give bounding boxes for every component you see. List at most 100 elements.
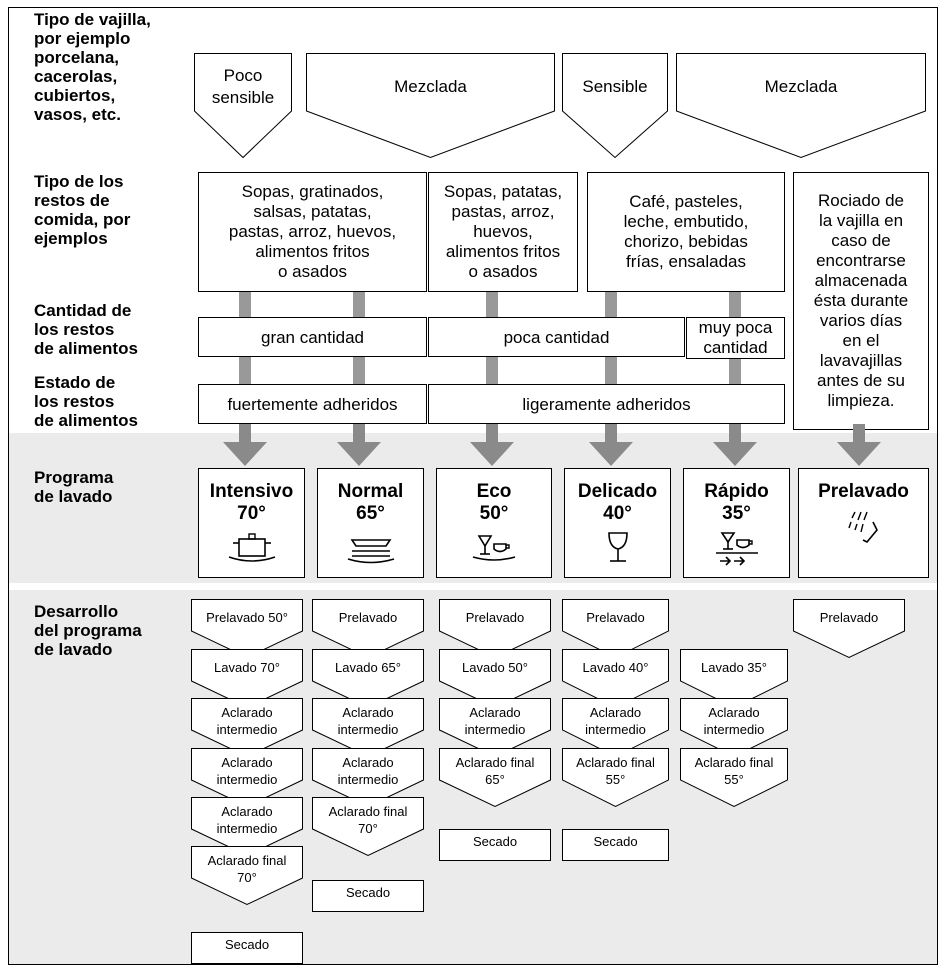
sequence-step-label: Lavado 70° — [214, 660, 280, 675]
program-name: Normal — [337, 481, 404, 502]
quantity-very-small: muy poca cantidad — [686, 317, 785, 359]
sequence-step: Lavado 65° — [312, 649, 424, 709]
sequence-step-label: Lavado 65° — [335, 660, 401, 675]
sequence-step-label: Secado — [345, 885, 391, 900]
sequence-step-label: Prelavado — [338, 610, 398, 625]
program-name: Eco — [476, 481, 512, 502]
sequence-step-label: Aclarado intermedio — [464, 705, 526, 737]
sequence-step-label: Prelavado 50° — [206, 610, 288, 625]
sequence-step-label: Lavado 40° — [582, 660, 649, 675]
program-name: Rápido — [704, 481, 769, 502]
sequence-step-label: Aclarado final 55° — [694, 755, 774, 787]
connector — [486, 357, 498, 384]
connector — [605, 357, 617, 384]
sequence-step: Prelavado — [562, 599, 669, 659]
program-normal: Normal 65° — [317, 468, 424, 578]
sequence-step-label: Aclarado intermedio — [337, 755, 399, 787]
sequence-step: Aclarado final 55° — [562, 748, 669, 808]
sequence-step: Aclarado intermedio — [312, 748, 424, 808]
sequence-step: Prelavado — [439, 599, 551, 659]
program-temperature: 70° — [237, 503, 266, 524]
down-arrow-icon — [223, 424, 267, 466]
sequence-step-label: Aclarado final 70° — [207, 853, 287, 885]
sequence-step: Aclarado final 55° — [680, 748, 788, 808]
sequence-step: Lavado 40° — [562, 649, 669, 709]
dish-type-mezclada: Mezclada — [306, 53, 555, 159]
row-label-food-type: Tipo de los restos de comida, por ejempl… — [34, 172, 131, 248]
sequence-step-label: Prelavado — [586, 610, 645, 625]
program-temperature: 40° — [603, 503, 632, 524]
row-label-state: Estado de los restos de alimentos — [34, 373, 138, 430]
program-temperature: 35° — [722, 503, 751, 524]
food-type-delicate: Café, pasteles, leche, embutido, chorizo… — [587, 172, 785, 292]
sequence-step-label: Aclarado final 70° — [328, 804, 408, 836]
sequence-step: Lavado 70° — [191, 649, 303, 709]
sequence-step: Secado — [562, 829, 669, 861]
sequence-step: Aclarado intermedio — [191, 748, 303, 808]
sequence-step-label: Aclarado intermedio — [216, 705, 278, 737]
sequence-step: Aclarado intermedio — [439, 698, 551, 758]
program-intensivo: Intensivo 70° — [198, 468, 305, 578]
program-eco: Eco 50° — [436, 468, 552, 578]
sequence-step: Prelavado 50° — [191, 599, 303, 659]
program-rapido: Rápido 35° — [683, 468, 790, 578]
sequence-step: Aclarado intermedio — [191, 698, 303, 758]
food-type-normal: Sopas, patatas, pastas, arroz, huevos, a… — [428, 172, 578, 292]
connector — [605, 292, 617, 317]
glass-cup-icon — [472, 535, 516, 561]
down-arrow-icon — [337, 424, 381, 466]
sequence-step-label: Aclarado intermedio — [703, 705, 765, 737]
sequence-step: Aclarado intermedio — [312, 698, 424, 758]
quantity-large: gran cantidad — [198, 317, 427, 357]
program-name: Prelavado — [818, 481, 909, 502]
sequence-step-label: Prelavado — [465, 610, 525, 625]
connector — [239, 292, 251, 317]
down-arrow-icon — [589, 424, 633, 466]
sequence-step: Aclarado intermedio — [562, 698, 669, 758]
sequence-step-label: Aclarado intermedio — [216, 804, 278, 836]
connector — [353, 292, 365, 317]
sequence-step-label: Aclarado final 55° — [576, 755, 655, 787]
sequence-step-label: Aclarado intermedio — [585, 705, 646, 737]
sequence-step: Aclarado intermedio — [191, 797, 303, 857]
sequence-step-label: Prelavado — [819, 610, 879, 625]
sequence-step: Lavado 35° — [680, 649, 788, 709]
program-name: Delicado — [577, 481, 658, 502]
dish-type-poco-sensible: Poco sensible — [194, 53, 292, 159]
state-lightly-adhered: ligeramente adheridos — [428, 384, 785, 424]
program-temperature: 50° — [479, 503, 509, 524]
glass-cup-fast-icon — [715, 532, 758, 566]
pot-icon — [228, 533, 275, 562]
row-label-quantity: Cantidad de los restos de alimentos — [34, 301, 138, 358]
sequence-step: Aclarado intermedio — [680, 698, 788, 758]
plates-icon — [347, 539, 394, 564]
sequence-step-label: Secado — [593, 834, 638, 849]
sequence-step-label: Aclarado intermedio — [216, 755, 278, 787]
row-label-program: Programa de lavado — [34, 468, 114, 506]
connector — [729, 292, 741, 317]
spray-icon — [847, 511, 878, 543]
down-arrow-icon — [837, 424, 881, 466]
down-arrow-icon — [470, 424, 514, 466]
sequence-step-label: Secado — [224, 937, 270, 952]
connector — [239, 357, 251, 384]
sequence-step-label: Secado — [472, 834, 518, 849]
program-prelavado: Prelavado — [798, 468, 929, 578]
dish-type-mezclada-2: Mezclada — [676, 53, 926, 159]
sequence-step: Aclarado final 70° — [191, 846, 303, 906]
connector — [486, 292, 498, 317]
sequence-step: Aclarado final 65° — [439, 748, 551, 808]
program-delicado: Delicado 40° — [564, 468, 671, 578]
sequence-step: Secado — [312, 880, 424, 912]
dishwasher-program-table: Tipo de vajilla, por ejemplo porcelana, … — [8, 7, 938, 965]
sequence-step: Aclarado final 70° — [312, 797, 424, 857]
sequence-step-label: Aclarado final 65° — [455, 755, 535, 787]
sequence-step: Prelavado — [793, 599, 905, 659]
program-name: Intensivo — [209, 481, 294, 502]
prewash-description: Rociado de la vajilla en caso de encontr… — [793, 172, 929, 430]
connector — [729, 359, 741, 384]
row-label-sequence: Desarrollo del programa de lavado — [34, 602, 142, 659]
food-type-heavy: Sopas, gratinados, salsas, patatas, past… — [198, 172, 427, 292]
quantity-small: poca cantidad — [428, 317, 685, 357]
sequence-step-label: Aclarado intermedio — [337, 705, 399, 737]
